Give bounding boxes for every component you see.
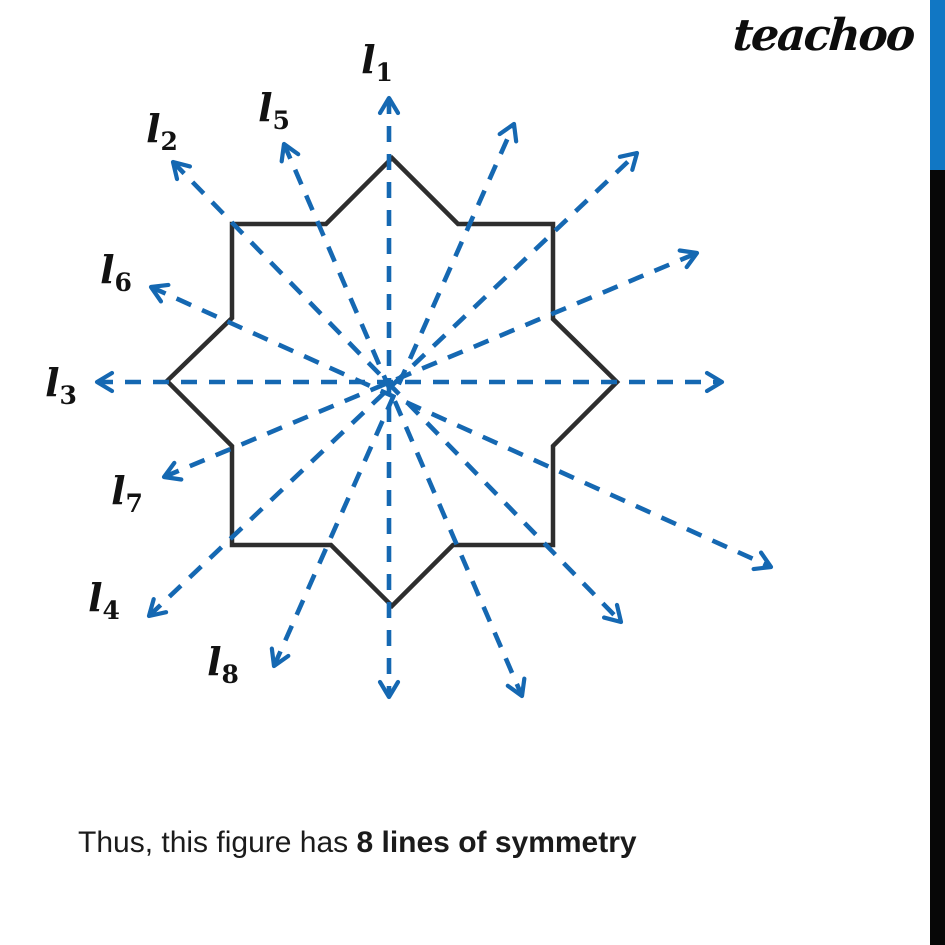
symmetry-line-l5	[279, 141, 527, 699]
symmetry-line-l4	[146, 150, 640, 619]
symmetry-line-label-l8: l8	[207, 639, 239, 689]
symmetry-line-label-l1: l1	[361, 37, 393, 87]
caption: Thus, this figure has 8 lines of symmetr…	[78, 826, 637, 860]
symmetry-line-l6	[148, 282, 774, 572]
symmetry-line-label-l6: l6	[100, 247, 132, 297]
caption-bold: 8 lines of symmetry	[356, 826, 637, 859]
symmetry-line-l7	[161, 248, 700, 482]
symmetry-line-label-l3: l3	[45, 360, 77, 410]
symmetry-line-label-l2: l2	[146, 106, 178, 156]
right-accent-bar-black	[930, 170, 945, 945]
symmetry-line-label-l4: l4	[88, 575, 120, 625]
caption-prefix: Thus, this figure has	[78, 826, 357, 859]
right-accent-bar-blue	[930, 0, 945, 170]
symmetry-line-label-l7: l7	[111, 468, 143, 518]
symmetry-line-label-l5: l5	[258, 85, 290, 135]
symmetry-line-l8	[269, 121, 519, 669]
